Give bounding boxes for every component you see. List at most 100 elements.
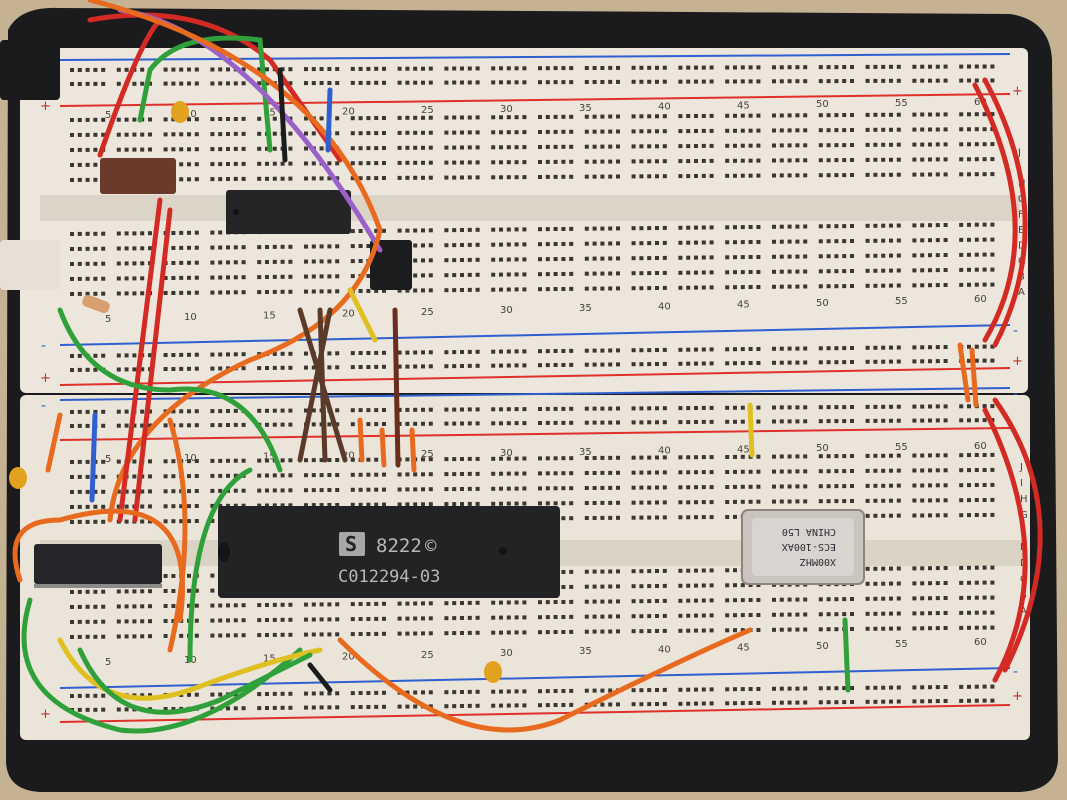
hole [631, 286, 636, 291]
hole [561, 630, 566, 634]
hole [70, 635, 74, 639]
hole [288, 274, 293, 279]
hole [428, 80, 433, 85]
hole [974, 252, 979, 257]
hole [694, 270, 698, 275]
hole [733, 583, 737, 588]
hole [920, 611, 925, 616]
hole [460, 115, 464, 120]
hole [93, 177, 98, 182]
hole [850, 360, 854, 364]
crystal-oscillator: X00MHZ ECS-100AX CHINA L50 [741, 509, 865, 585]
hole [93, 474, 98, 479]
hole [592, 584, 597, 589]
hole [850, 143, 854, 147]
hole [101, 353, 106, 358]
hole [803, 360, 808, 365]
hole [842, 405, 847, 410]
hole [116, 246, 121, 251]
hole [280, 289, 285, 294]
hole [842, 499, 847, 504]
row-letter-right-lower: J [1019, 462, 1023, 473]
hole [421, 80, 425, 85]
hole [865, 685, 870, 690]
hole [428, 457, 433, 462]
hole [959, 513, 964, 518]
hole [350, 66, 355, 71]
hole [709, 361, 714, 366]
hole [140, 589, 145, 594]
hole [912, 283, 917, 288]
hole [124, 261, 129, 266]
hole [210, 603, 215, 608]
hole [335, 131, 340, 136]
hole [413, 704, 418, 709]
hole [733, 270, 737, 275]
hole [280, 259, 285, 264]
osc-line-2: ECS-100AX [782, 541, 836, 552]
hole [990, 452, 995, 457]
hole [709, 113, 714, 118]
hole [647, 286, 652, 291]
hole [374, 690, 379, 695]
hole [553, 349, 558, 353]
hole [935, 142, 940, 147]
hole [896, 404, 901, 409]
osc-line-1: X00MHZ [800, 556, 836, 567]
hole [990, 684, 995, 689]
hole [803, 700, 808, 705]
hole [163, 589, 168, 593]
hole [522, 501, 527, 506]
hole [241, 161, 246, 166]
hole [452, 631, 457, 636]
hole [795, 346, 800, 351]
hole [826, 627, 831, 632]
hole [93, 246, 98, 251]
hole [522, 407, 527, 412]
hole [514, 630, 519, 635]
hole [366, 80, 371, 85]
hole [912, 253, 917, 258]
hole [725, 79, 730, 84]
hole [522, 486, 527, 491]
hole [569, 569, 574, 574]
hole [803, 173, 808, 178]
hole [639, 584, 644, 589]
hole [982, 282, 987, 287]
hole [834, 454, 839, 459]
hole [701, 701, 706, 706]
hole [428, 130, 433, 135]
hole [241, 366, 246, 371]
hole [616, 485, 620, 490]
hole [171, 353, 176, 357]
hole [795, 454, 800, 459]
hole [545, 406, 550, 411]
hole [850, 113, 854, 117]
hole [93, 231, 98, 236]
hole [896, 468, 901, 473]
hole [881, 626, 886, 631]
hole [740, 113, 745, 118]
hole [452, 145, 457, 150]
hole [756, 158, 761, 163]
hole [257, 603, 262, 608]
hole [639, 79, 644, 84]
hole [374, 131, 379, 136]
hole [733, 701, 737, 706]
hole [600, 362, 605, 367]
hole [70, 82, 74, 86]
hole [366, 161, 371, 166]
hole [467, 689, 472, 694]
hole [265, 245, 269, 249]
hole [928, 498, 932, 503]
hole [140, 693, 145, 698]
column-number-top: 60 [974, 97, 987, 108]
hole [725, 240, 730, 245]
hole [818, 113, 823, 118]
hole [335, 274, 340, 279]
hole [116, 707, 121, 712]
hole [210, 352, 215, 357]
hole [444, 457, 449, 462]
hole [733, 405, 737, 410]
hole [803, 113, 808, 118]
